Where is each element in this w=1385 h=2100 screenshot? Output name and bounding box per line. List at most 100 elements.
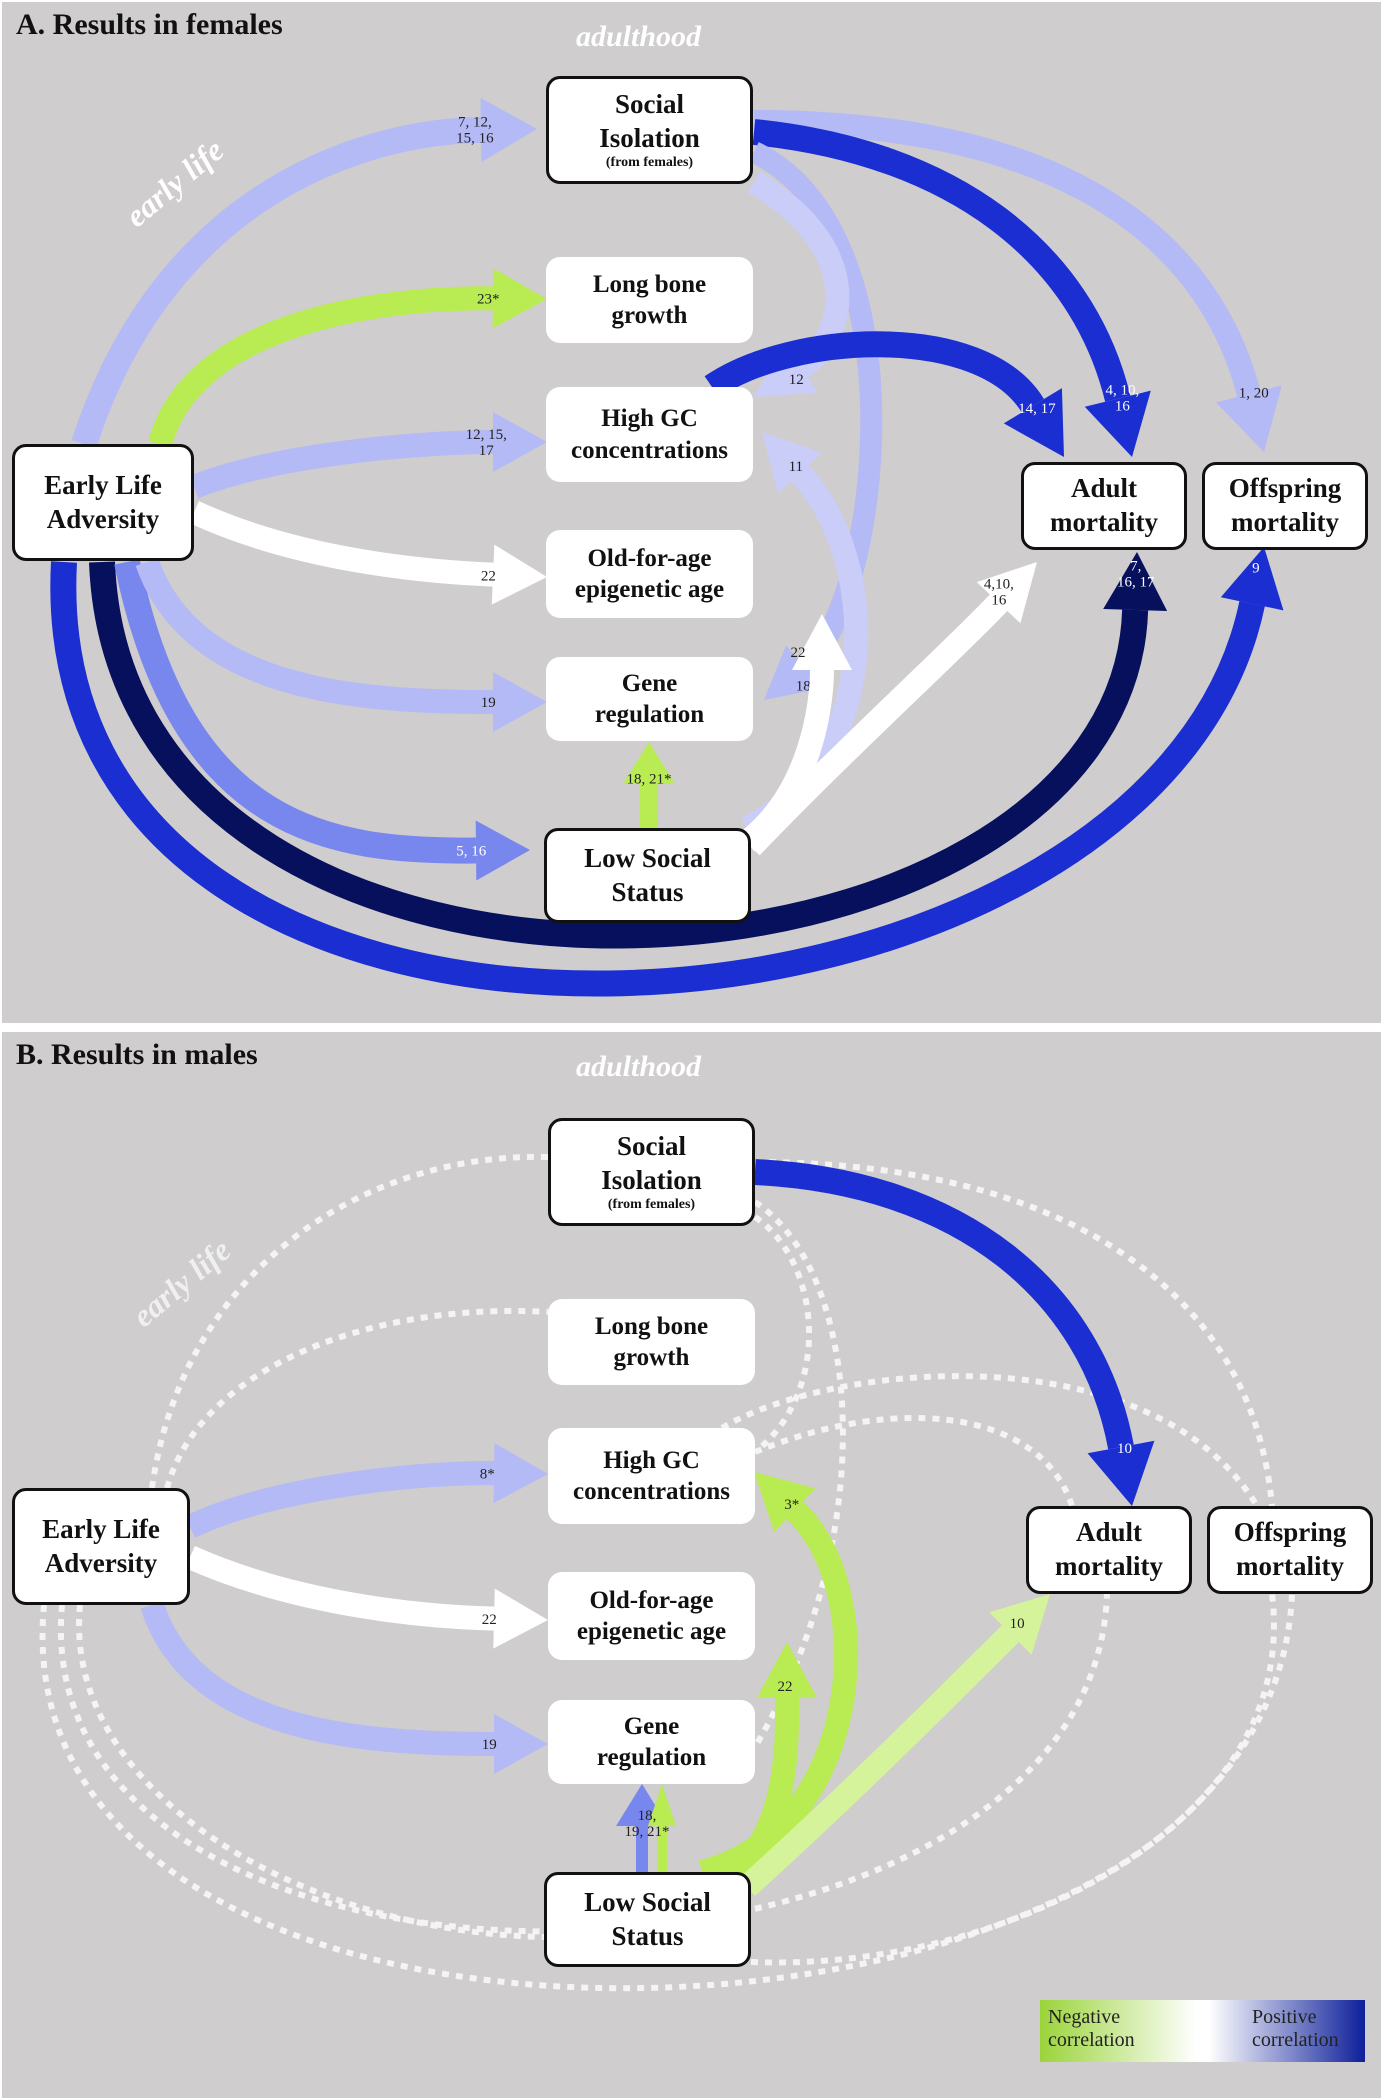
edge-status-to-epi-shaft (715, 1697, 800, 1893)
edge-status-to-epi-arrowhead (792, 614, 852, 670)
edge-ela-to-epi-label: 22 (482, 1612, 497, 1628)
panel-b-adulthood-label: adulthood (576, 1050, 702, 1083)
edge-status-to-epi-label: 22 (791, 645, 806, 661)
edge-iso-to-offspring-shaft (753, 110, 1261, 397)
edge-status-to-adult: 10 (738, 1594, 1050, 1896)
edge-ela-to-gc: 12, 15,17 (189, 412, 547, 499)
edge-status-to-gc-arrowhead (754, 1472, 816, 1533)
edge-ela-to-bone: 23* (148, 268, 547, 448)
edge-status-to-gene-neg-arrowhead (648, 1784, 676, 1826)
edge-ela-to-gc: 8* (184, 1443, 548, 1538)
edge-iso-to-adult-label: 4, 10, (1105, 382, 1139, 398)
edge-status-to-epi-label: 22 (778, 1679, 793, 1695)
edge-gc-to-adult-shaft (704, 331, 1044, 414)
edge-ela-to-offspring: 9 (50, 547, 1284, 997)
dotted-ela-to-status (76, 1604, 545, 1940)
edge-ela-to-gc-label: 8* (480, 1466, 495, 1482)
edge-ela-to-gene: 19 (135, 557, 547, 732)
panel-b-edges: 10 8* 22 19 3* 22 10 18,19, 21* (39, 1153, 1295, 1992)
edge-ela-to-epi-arrowhead (493, 1588, 548, 1649)
edge-ela-to-gene-shaft (140, 1601, 495, 1756)
edge-status-to-adult-label: 16 (991, 593, 1007, 609)
edge-ela-to-gc-arrowhead (493, 412, 547, 472)
edge-status-to-gene-label: 18, 21* (627, 772, 672, 788)
edge-ela-to-epi-shaft (185, 1546, 495, 1631)
edge-ela-to-iso: 7, 12,15, 16 (71, 97, 537, 448)
edge-gc-to-adult: 14, 17 (704, 331, 1064, 457)
dotted-iso-to-gene (752, 1199, 846, 1749)
edge-iso-to-gene: 18 (749, 142, 883, 700)
dotted-status-to-offspring (750, 1593, 1295, 1966)
edge-ela-to-gene-label: 19 (482, 1737, 497, 1753)
panel-a-title: A. Results in females (16, 8, 283, 41)
edge-ela-to-status-shaft (114, 559, 477, 864)
edge-status-to-gene-label: 18,19, 21* (625, 1808, 670, 1840)
edge-iso-to-adult: 10 (754, 1159, 1155, 1506)
edge-status-to-adult-shaft (742, 594, 1008, 856)
edge-ela-to-adult-shaft (89, 561, 1149, 949)
edge-ela-to-epi-label: 22 (481, 568, 496, 584)
edge-iso-to-gene-label: 18 (796, 678, 811, 694)
edge-ela-to-offspring-label: 9 (1252, 561, 1260, 577)
edge-status-to-gene-label: 18, (638, 1808, 657, 1824)
edge-iso-to-adult-shaft (752, 119, 1131, 402)
edge-ela-to-bone-arrowhead (492, 268, 547, 329)
edge-status-to-adult-arrowhead (976, 562, 1037, 624)
edge-iso-to-adult-label: 10 (1117, 1441, 1132, 1457)
edge-ela-to-adult: 7,16, 17 (89, 552, 1168, 949)
dotted-ela-to-iso (149, 1153, 549, 1489)
edge-status-to-epi: 22 (715, 1642, 817, 1893)
panel-b-title: B. Results in males (16, 1038, 258, 1071)
edge-iso-to-gene-arrowhead (764, 645, 822, 700)
edge-iso-to-gc-label: 12 (789, 372, 804, 388)
edge-iso-to-adult: 4, 10,16 (752, 119, 1151, 457)
panel-a-adulthood-label: adulthood (576, 20, 702, 53)
edge-status-to-adult-label: 4,10, (984, 577, 1014, 593)
edge-status-to-gene-label: 19, 21* (625, 1824, 670, 1840)
edge-ela-to-gene-shaft (135, 557, 494, 714)
edge-status-to-gene-neg (648, 1784, 676, 1872)
edge-ela-to-gc-shaft (184, 1461, 495, 1538)
edge-status-to-gc-label: 11 (789, 459, 803, 475)
edge-ela-to-gene-arrowhead (493, 672, 547, 732)
panel-b-males: 10 8* 22 19 3* 22 10 18,19, 21* B. Results in m… (2, 1032, 1381, 2098)
edge-ela-to-adult-arrowhead (1103, 552, 1168, 611)
dotted-gc-to-adult (753, 1415, 1075, 1507)
edge-iso-to-adult-arrowhead (1087, 1440, 1155, 1506)
edge-ela-to-offspring-arrowhead (1220, 547, 1284, 611)
edge-status-to-adult-arrowhead (989, 1594, 1050, 1655)
edge-ela-to-bone-shaft (148, 286, 494, 448)
edge-ela-to-epi-shaft (188, 501, 494, 587)
edge-ela-to-status: 5, 16 (114, 559, 530, 881)
edge-ela-to-gene-label: 19 (481, 695, 496, 711)
edge-ela-to-bone-label: 23* (477, 292, 500, 308)
dotted-iso-to-gc (753, 1214, 812, 1455)
edge-ela-to-iso-arrowhead (480, 97, 537, 162)
edge-ela-to-iso-shaft (71, 116, 482, 448)
edge-status-to-gene: 18, 21* (623, 742, 675, 828)
edge-iso-to-gc-arrowhead (754, 341, 818, 397)
dotted-ela-to-offspring (39, 1593, 1277, 1992)
edge-status-to-gc-label: 3* (784, 1497, 799, 1513)
edge-status-to-adult-label: 10 (1010, 1616, 1025, 1632)
edge-ela-to-status-arrowhead (475, 820, 530, 881)
edge-iso-to-offspring-label: 1, 20 (1239, 386, 1269, 402)
dotted-ela-to-bone (164, 1307, 549, 1489)
edge-ela-to-adult-label: 16, 17 (1117, 574, 1155, 590)
edge-ela-to-gc-shaft (189, 430, 494, 499)
